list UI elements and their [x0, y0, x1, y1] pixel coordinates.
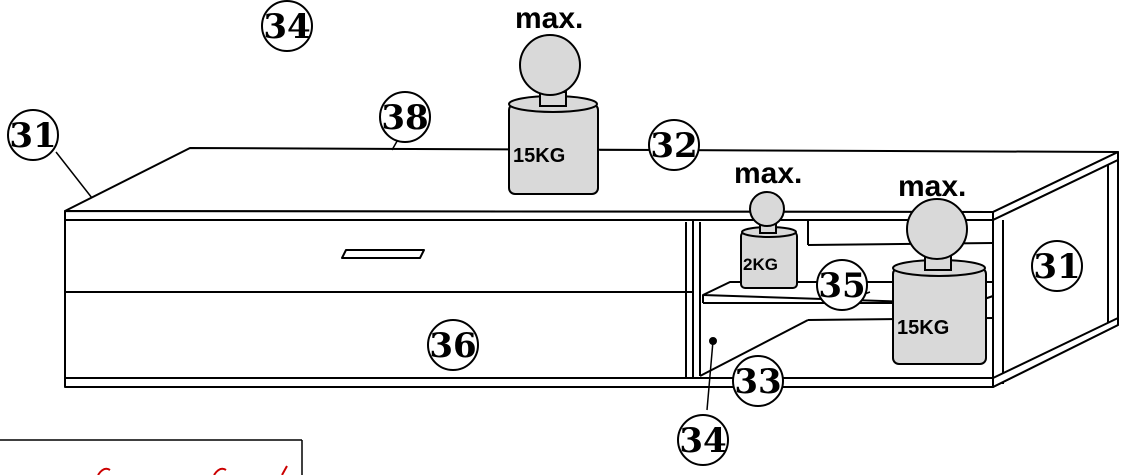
callout-34-top: 34	[263, 7, 310, 47]
top-front-edge	[64, 210, 994, 221]
bottom-right-edge	[992, 317, 1119, 388]
partial-frame	[0, 439, 303, 475]
drawer-front-lower	[64, 291, 694, 379]
compartment-floor-edge	[699, 319, 809, 377]
compartment-back-line	[807, 242, 994, 246]
weight-top-label: 15KG	[513, 145, 565, 167]
leader-34-bottom	[706, 340, 714, 411]
weight-compartment-max-label: max.	[898, 170, 966, 203]
weight-top-max-label: max.	[515, 2, 583, 35]
weight-compartment-body	[892, 267, 987, 365]
callout-labels: 34 31 38 32 31 35 36 33 34	[9, 7, 1080, 461]
tv-unit	[64, 147, 1119, 388]
callout-circle-32	[648, 119, 700, 171]
weight-shelf-label: 2KG	[743, 255, 778, 274]
callout-32: 32	[650, 126, 697, 166]
drawer-handle	[341, 249, 425, 259]
callout-33: 33	[734, 362, 781, 402]
weight-compartment: 15KG max.	[892, 170, 987, 365]
callouts	[7, 0, 1083, 466]
callout-circle-31-left	[7, 109, 59, 161]
callout-38: 38	[381, 98, 428, 138]
frame-red-marks	[97, 465, 288, 475]
callout-circle-38	[379, 91, 431, 143]
callout-circle-34-bottom	[677, 414, 729, 466]
callout-35: 35	[818, 266, 865, 306]
callout-36: 36	[429, 326, 476, 366]
weight-shelf-max-label: max.	[734, 157, 802, 190]
callout-circle-33	[732, 355, 784, 407]
weight-top-knob	[519, 34, 581, 96]
weight-shelf-knob	[749, 191, 785, 227]
callout-31-left: 31	[9, 116, 56, 156]
weight-compartment-label: 15KG	[897, 317, 949, 339]
callout-circle-35	[816, 259, 868, 311]
callout-circle-31-right	[1031, 240, 1083, 292]
callout-31-right: 31	[1033, 247, 1080, 287]
callout-34-bottom: 34	[679, 421, 726, 461]
callout-circle-34-top	[261, 0, 313, 52]
leader-31-left	[55, 151, 93, 199]
callout-circle-36	[427, 319, 479, 371]
weight-compartment-knob	[906, 198, 968, 260]
bottom-panel	[64, 377, 994, 388]
weight-top: 15KG max.	[508, 2, 599, 195]
weight-shelf: 2KG max.	[734, 157, 802, 289]
